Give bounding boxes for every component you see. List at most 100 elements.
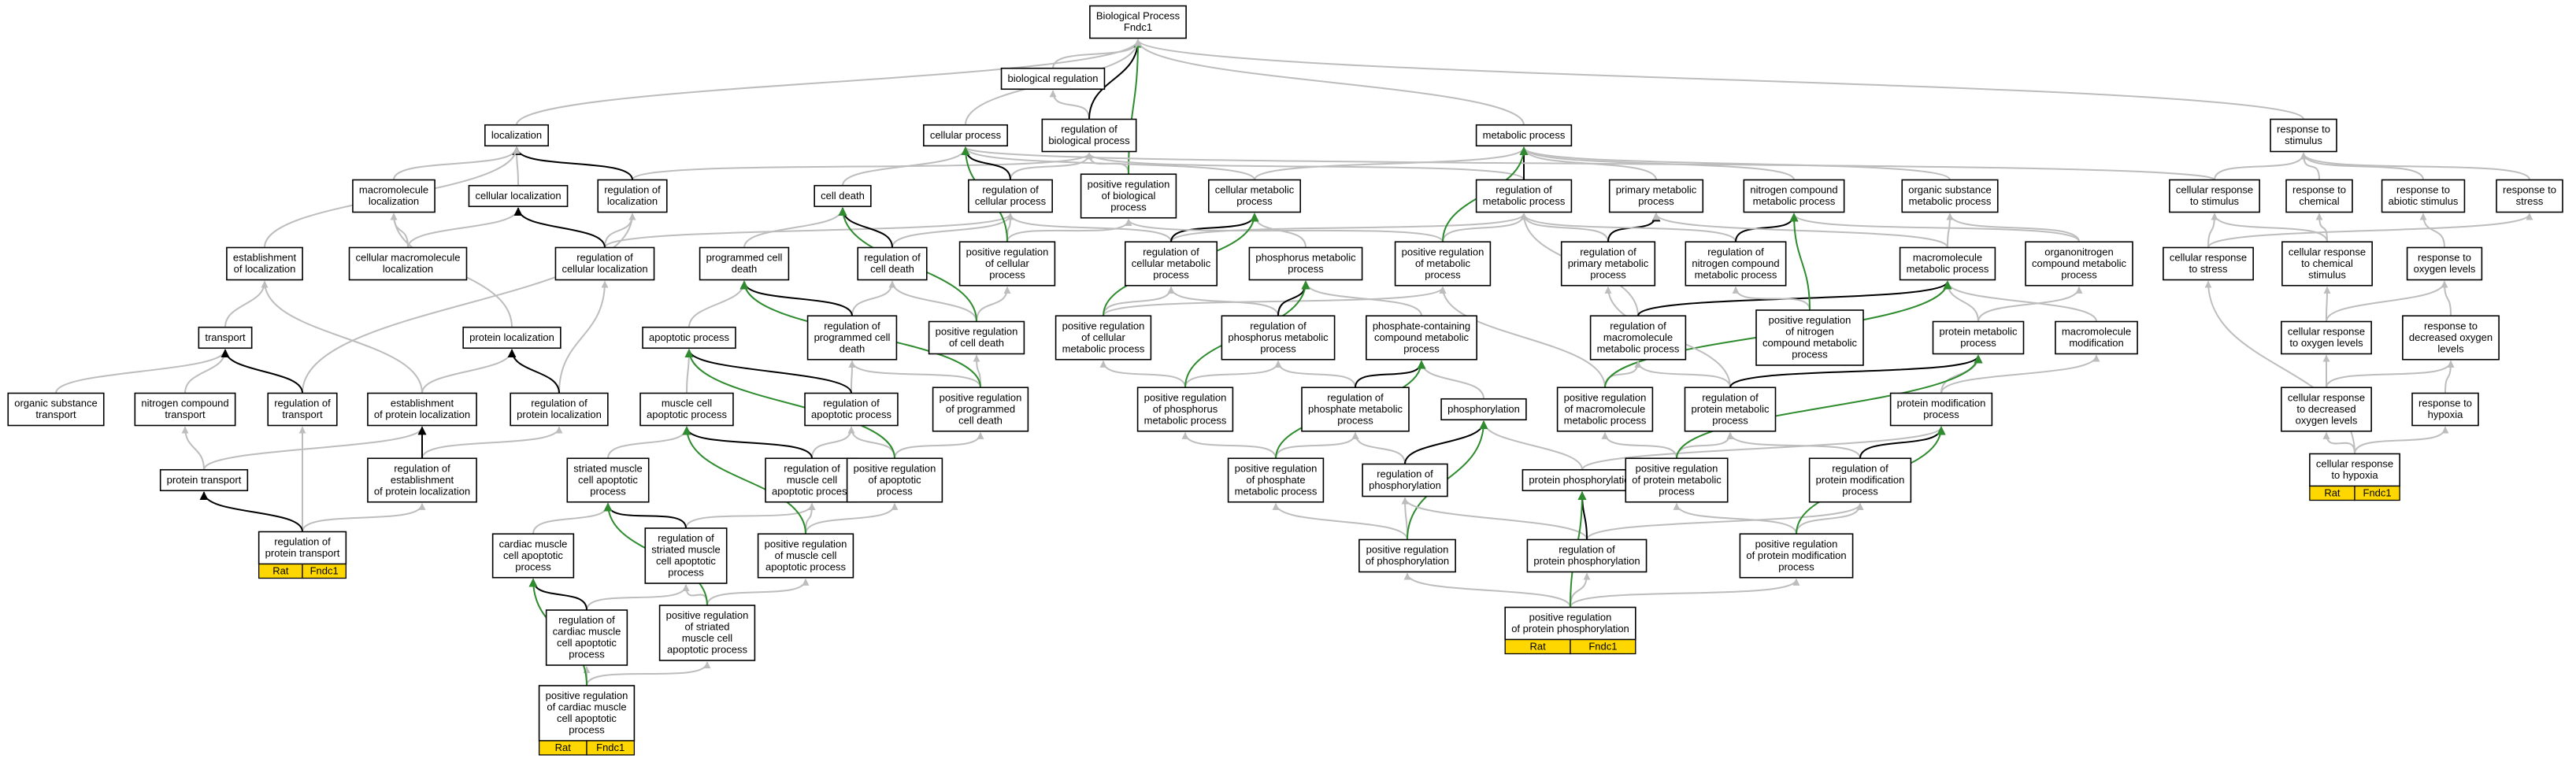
- edge-is-a: [1520, 146, 1951, 181]
- go-term-node-protloc[interactable]: protein localization: [462, 326, 562, 350]
- node-box: [491, 533, 575, 579]
- node-label-line: process: [1403, 342, 1440, 354]
- go-term-node-loc[interactable]: localization: [484, 124, 549, 147]
- node-label-line: oxygen levels: [2414, 263, 2476, 275]
- edge-is-a: [421, 349, 516, 394]
- go-term-node-cellloc[interactable]: cellular localization: [468, 184, 569, 208]
- go-term-node-cellproc[interactable]: cellular process: [923, 124, 1008, 147]
- node-label-line: establishment: [391, 474, 454, 486]
- edge-is-a: [1254, 146, 1528, 180]
- go-term-node-apoptotic[interactable]: apoptotic process: [642, 326, 736, 350]
- go-term-node-prottrans[interactable]: protein transport: [159, 468, 249, 492]
- go-term-node-metproc[interactable]: metabolic process: [1475, 124, 1573, 147]
- node-label-line: abiotic stimulus: [2389, 195, 2459, 207]
- go-term-node-biolreg[interactable]: biological regulation: [1000, 67, 1106, 91]
- go-term-node-phosphorylation[interactable]: phosphorylation: [1440, 398, 1527, 421]
- node-box: [1136, 387, 1234, 432]
- go-term-node-protphos[interactable]: protein phosphorylation: [1522, 468, 1643, 492]
- go-term-node-celldeath[interactable]: cell death: [814, 184, 872, 208]
- node-label-line: protein phosphorylation: [1533, 555, 1640, 567]
- go-term-node-transport[interactable]: transport: [198, 326, 253, 350]
